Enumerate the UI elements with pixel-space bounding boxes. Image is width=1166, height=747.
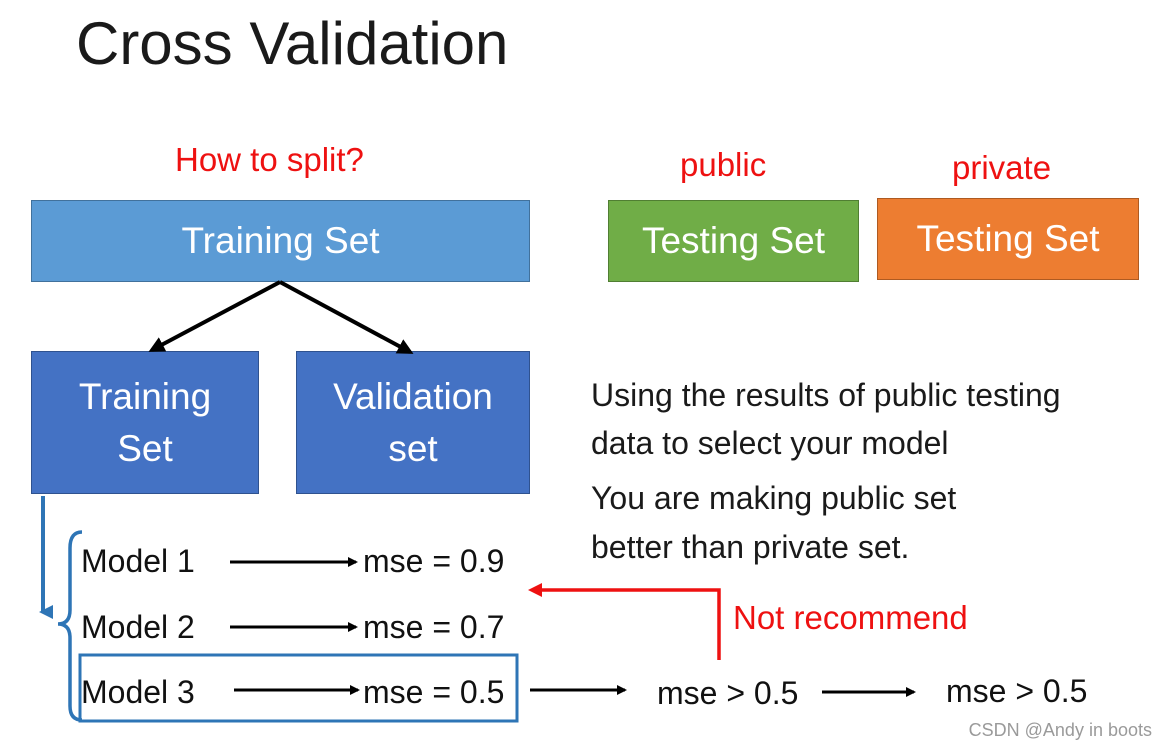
note-line-3: You are making public set: [591, 480, 957, 516]
validation-set-line1: Validation: [333, 375, 493, 417]
model-1-label: Model 1: [81, 543, 195, 579]
training-set-label: Training Set: [181, 220, 380, 261]
public-testing-set-label: Testing Set: [641, 220, 826, 261]
model-2-mse: mse = 0.7: [363, 609, 505, 645]
private-result: mse > 0.5: [946, 673, 1088, 709]
model-1-mse: mse = 0.9: [363, 543, 505, 579]
public-testing-set-box: Testing Set: [608, 200, 859, 282]
not-recommend-arrow: [528, 583, 721, 660]
model-3-mse: mse = 0.5: [363, 674, 505, 710]
model-3-highlight: [78, 653, 519, 723]
watermark: CSDN @Andy in boots: [968, 720, 1152, 740]
model-2-label: Model 2: [81, 609, 195, 645]
note-line-1: Using the results of public testing: [591, 377, 1061, 413]
private-testing-set-box: Testing Set: [877, 198, 1139, 280]
training-subset-line2: Set: [117, 427, 173, 469]
note-line-2: data to select your model: [591, 425, 949, 461]
page-title: Cross Validation: [76, 10, 509, 77]
model-3-label: Model 3: [81, 674, 195, 710]
public-result: mse > 0.5: [657, 675, 799, 711]
public-label: public: [680, 146, 767, 183]
private-label: private: [952, 149, 1052, 186]
validation-set-line2: set: [388, 427, 438, 469]
note-line-4: better than private set.: [591, 529, 910, 565]
private-testing-set-label: Testing Set: [916, 218, 1100, 259]
training-subset-line1: Training: [78, 375, 212, 417]
split-arrow-left: [148, 280, 281, 352]
not-recommend-label: Not recommend: [733, 599, 968, 636]
validation-set-box: Validation set: [296, 351, 530, 494]
training-subset-box: Training Set: [31, 351, 259, 494]
how-to-split-label: How to split?: [175, 141, 364, 178]
training-set-box: Training Set: [31, 200, 530, 282]
split-arrow-right: [279, 280, 414, 354]
models-brace: [57, 530, 83, 722]
